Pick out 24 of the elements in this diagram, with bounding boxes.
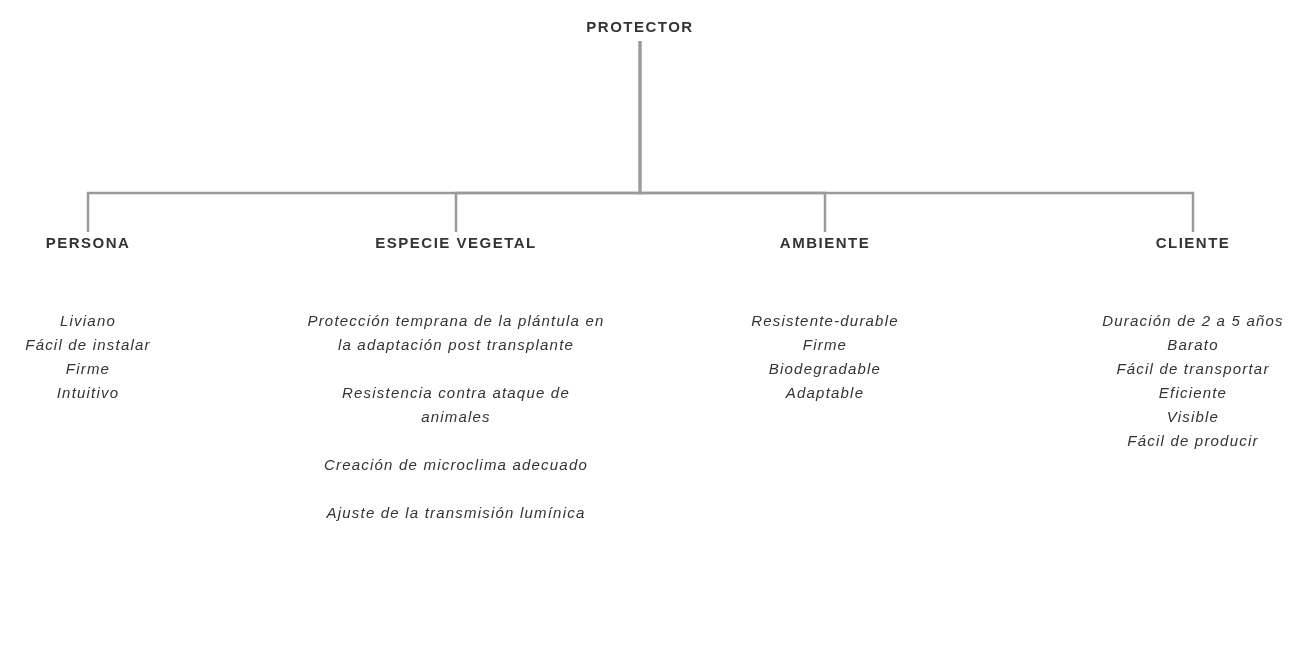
category-heading: PERSONA bbox=[44, 234, 132, 251]
requirement-text: Visible bbox=[1165, 407, 1221, 427]
requirement-text: Biodegradable bbox=[767, 359, 883, 379]
requirement-text: Intuitivo bbox=[55, 383, 121, 403]
requirement-text: Firme bbox=[801, 335, 849, 355]
category-heading: ESPECIE VEGETAL bbox=[374, 234, 538, 251]
requirement-text: Resistente-durable bbox=[750, 311, 900, 331]
requirement-text: Adaptable bbox=[784, 383, 866, 403]
requirement-text: Resistencia contra ataque de animales bbox=[341, 383, 571, 427]
category-heading: AMBIENTE bbox=[778, 234, 872, 251]
root-heading: PROTECTOR bbox=[585, 18, 695, 35]
requirement-text: Protección temprana de la plántula en la adaptación post transplante bbox=[306, 311, 606, 355]
requirement-text: Firme bbox=[64, 359, 112, 379]
requirement-text: Eficiente bbox=[1157, 383, 1229, 403]
requirement-text: Fácil de transportar bbox=[1115, 359, 1271, 379]
category-heading: CLIENTE bbox=[1154, 234, 1232, 251]
requirement-text: Duración de 2 a 5 años bbox=[1101, 311, 1285, 331]
connector-line bbox=[638, 41, 1195, 232]
requirement-text: Fácil de producir bbox=[1126, 431, 1260, 451]
requirement-text: Fácil de instalar bbox=[24, 335, 152, 355]
requirement-text: Liviano bbox=[59, 311, 117, 331]
requirement-text: Creación de microclima adecuado bbox=[323, 455, 589, 475]
requirement-text: Ajuste de la transmisión lumínica bbox=[325, 503, 587, 523]
requirement-text: Barato bbox=[1166, 335, 1220, 355]
